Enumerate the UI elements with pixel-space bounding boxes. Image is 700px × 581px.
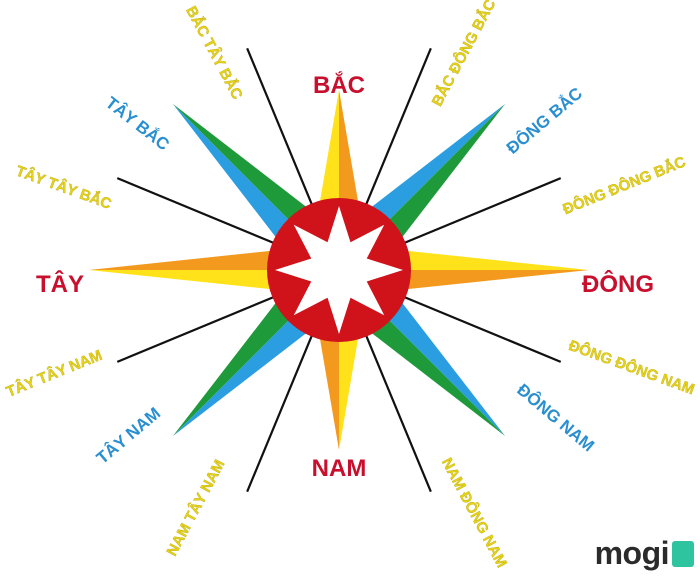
line-nam-tay-nam <box>246 325 318 493</box>
label-tay: TÂY <box>36 270 84 298</box>
mogi-logo: mogi <box>595 535 694 572</box>
label-tay-tay-bac: TÂY TÂY BẮC <box>14 162 115 213</box>
label-bac: BẮC <box>313 71 365 99</box>
center-disc <box>267 198 411 342</box>
line-tay-tay-bac <box>116 177 284 249</box>
label-nam-tay-nam: NAM TÂY NAM <box>163 456 229 558</box>
label-dong-dong-nam: ĐÔNG ĐÔNG NAM <box>566 336 697 398</box>
label-nam: NAM <box>312 455 367 482</box>
logo-mark <box>672 541 694 567</box>
label-dong: ĐÔNG <box>582 270 654 298</box>
label-dong-dong-bac: ĐÔNG ĐÔNG BẮC <box>560 152 688 218</box>
label-nam-dong-nam: NAM ĐÔNG NAM <box>438 455 511 571</box>
label-tay-nam: TÂY NAM <box>93 404 164 468</box>
line-nam-dong-nam <box>360 325 432 493</box>
line-bac-dong-bac <box>360 47 432 215</box>
logo-text: mogi <box>594 535 670 571</box>
line-dong-dong-nam <box>394 291 562 363</box>
label-tay-tay-nam: TÂY TÂY NAM <box>3 346 104 401</box>
direction-lines <box>116 47 562 493</box>
label-dong-bac: ĐÔNG BẮC <box>503 84 586 158</box>
line-dong-dong-bac <box>394 177 562 249</box>
label-dong-nam: ĐÔNG NAM <box>513 380 598 455</box>
label-bac-dong-bac: BẮC ĐÔNG BẮC <box>428 0 500 109</box>
line-tay-tay-nam <box>116 291 284 363</box>
center-white-star <box>275 206 403 334</box>
line-bac-tay-bac <box>246 47 318 215</box>
point-tay-nam-right <box>172 270 339 437</box>
label-bac-tay-bac: BẮC TÂY BẮC <box>182 3 246 103</box>
label-tay-bac: TÂY BẮC <box>102 93 173 154</box>
